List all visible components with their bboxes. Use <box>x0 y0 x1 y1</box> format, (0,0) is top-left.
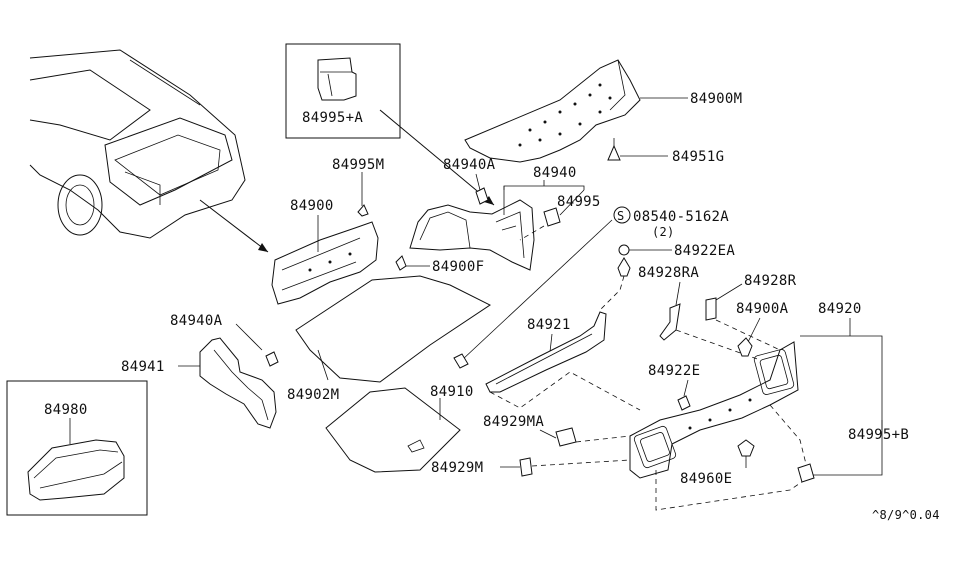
leader-84922E <box>683 379 689 397</box>
label-84922EA: 84922EA <box>674 243 735 259</box>
part-84940A-top-fastener <box>475 187 489 205</box>
dash-84995B <box>769 404 807 465</box>
part-84980-storage-box <box>27 439 125 501</box>
leader-84900A <box>747 317 761 343</box>
leader-84940A-left <box>235 323 263 351</box>
label-84995A: 84995+A <box>302 110 363 126</box>
dash-84928R <box>715 319 781 351</box>
part-84900F-clip <box>395 255 407 271</box>
label-84928R: 84928R <box>744 273 797 289</box>
part-84900-side-finisher <box>271 221 379 305</box>
leader-84928R <box>715 283 743 301</box>
part-84951G-clip <box>607 138 621 161</box>
part-84900A-clip <box>737 337 753 357</box>
part-84929M-clip <box>519 457 533 477</box>
label-84929MA: 84929MA <box>483 414 544 430</box>
part-84910-trunk-mat <box>325 387 461 473</box>
label-84922E: 84922E <box>648 363 700 379</box>
label-84900A: 84900A <box>736 301 789 317</box>
label-84900F: 84900F <box>432 259 484 275</box>
part-84941-side-bracket <box>199 337 277 429</box>
label-84995: 84995 <box>557 194 601 210</box>
label-84940: 84940 <box>533 165 577 181</box>
leader-84902M <box>317 349 329 381</box>
part-84995B-clip <box>797 463 815 483</box>
part-84940A-left-fastener <box>265 351 279 367</box>
part-84922EA-clip <box>618 244 630 256</box>
dash-84929MA <box>575 435 631 443</box>
part-08540-screw <box>453 353 469 369</box>
dash-84995 <box>519 225 545 241</box>
diagram-code: ^8/9^0.04 <box>872 508 940 522</box>
label-84921: 84921 <box>527 317 571 333</box>
screw-symbol-circle <box>613 206 631 224</box>
label-84900M: 84900M <box>690 91 742 107</box>
pointer-arrow-84995A <box>379 109 495 206</box>
label-84900: 84900 <box>290 198 334 214</box>
part-84995A-clip <box>317 57 357 101</box>
label-84920: 84920 <box>818 301 862 317</box>
part-84900M-floor-board <box>464 59 641 163</box>
bracket-84940 <box>503 185 585 190</box>
label-08540-qty: (2) <box>652 225 675 239</box>
pointer-arrow-head <box>258 243 268 252</box>
label-84995M: 84995M <box>332 157 384 173</box>
label-84940A-left: 84940A <box>170 313 223 329</box>
pointer-arrow-trunk <box>199 199 269 253</box>
pointer-arrow-84995A-head <box>484 196 494 205</box>
label-84980: 84980 <box>44 402 88 418</box>
label-84928RA: 84928RA <box>638 265 699 281</box>
part-84995M-clip <box>357 204 369 217</box>
part-84928R-bracket <box>705 297 717 321</box>
leader-84929MA <box>539 429 557 439</box>
label-84941: 84941 <box>121 359 165 375</box>
part-84922EA-pin <box>617 257 631 277</box>
leader-84995 <box>559 189 585 216</box>
screw-symbol: S <box>617 209 625 223</box>
label-84995B: 84995+B <box>848 427 909 443</box>
part-84940-wheelhouse-trim <box>409 199 535 271</box>
leader-84921 <box>549 333 553 353</box>
label-84940A-top: 84940A <box>443 157 496 173</box>
label-08540-5162A: 08540-5162A <box>633 209 729 225</box>
part-84929MA-bracket <box>555 427 577 447</box>
dash-84922EA <box>599 275 625 311</box>
car-body-illustration <box>29 49 246 239</box>
label-84951G: 84951G <box>672 149 724 165</box>
label-84929M: 84929M <box>431 460 483 476</box>
part-84960E-clip <box>737 439 755 457</box>
part-84995-clip <box>543 207 561 227</box>
dash-84921 <box>489 371 641 411</box>
part-84928RA-bracket <box>659 303 681 341</box>
label-84910: 84910 <box>430 384 474 400</box>
leader-84928RA <box>675 281 681 306</box>
part-84902M-floor-mat <box>295 275 491 383</box>
part-84922E-clip <box>677 395 691 411</box>
inset-box-84980 <box>6 380 148 516</box>
label-84960E: 84960E <box>680 471 732 487</box>
inset-box-84995A <box>285 43 401 139</box>
leader-84940A-top <box>475 173 481 191</box>
part-84920-rear-finisher <box>629 341 799 479</box>
bracket-84920 <box>800 335 883 476</box>
leader-08540 <box>461 219 613 361</box>
dash-84929M <box>531 459 631 467</box>
dash-84960E <box>655 470 813 511</box>
part-84921-reinforcement <box>485 311 607 393</box>
label-84902M: 84902M <box>287 387 339 403</box>
